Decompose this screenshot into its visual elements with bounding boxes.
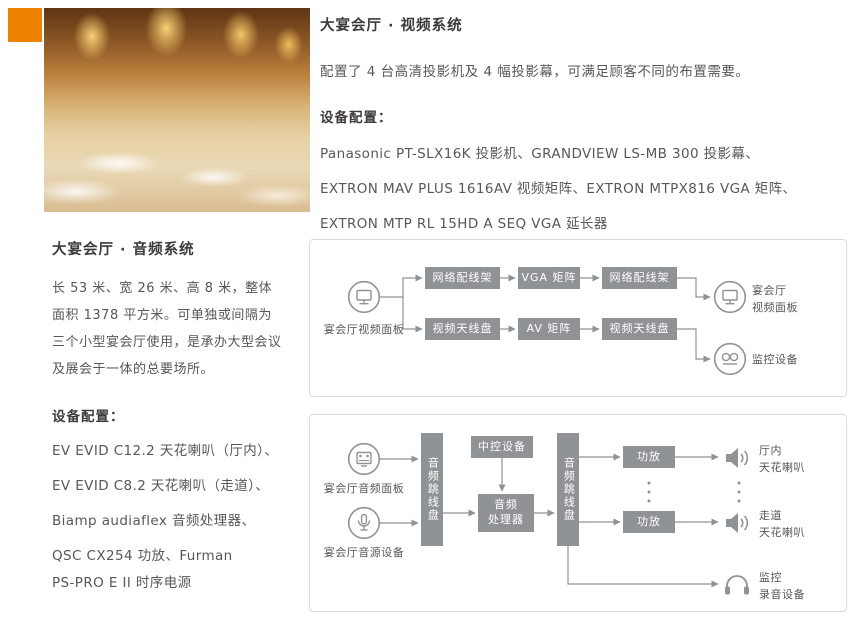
audio-device-line: EV EVID C8.2 天花喇叭（走道）、 — [52, 478, 270, 494]
audio-output3-label: 监控 录音设备 — [759, 571, 805, 601]
headphones-icon — [722, 572, 752, 602]
audio-system-diagram: 宴会厅音频面板 宴会厅音源设备 音频跳线盘 中控设备 音频 处理器 音频跳线盘 … — [309, 414, 847, 612]
node-vga-matrix: VGA 矩阵 — [518, 267, 580, 289]
speaker-icon — [722, 445, 752, 475]
microphone-icon — [347, 506, 381, 544]
audio-system-description: 长 53 米、宽 26 米、高 8 米，整体面积 1378 平方米。可单独或间隔… — [52, 281, 282, 377]
audio-device-line: Biamp audiaflex 音频处理器、 — [52, 513, 256, 529]
video-system-section: 大宴会厅 · 视频系统 配置了 4 台高清投影机及 4 幅投影幕，可满足顾客不同… — [320, 14, 855, 249]
node-control-device: 中控设备 — [471, 436, 533, 458]
speaker-icon — [722, 510, 752, 540]
video-system-title: 大宴会厅 · 视频系统 — [320, 18, 463, 34]
video-source-label: 宴会厅视频面板 — [323, 323, 405, 336]
node-amplifier-2: 功放 — [623, 511, 675, 533]
node-patch-rack-2: 网络配线架 — [602, 267, 677, 289]
audio-device-heading: 设备配置： — [52, 409, 125, 425]
video-system-diagram: 宴会厅视频面板 网络配线架 VGA 矩阵 网络配线架 视频天线盘 AV 矩阵 视… — [309, 239, 847, 397]
video-system-description: 配置了 4 台高清投影机及 4 幅投影幕，可满足顾客不同的布置需要。 — [320, 64, 750, 80]
node-video-reel-1: 视频天线盘 — [425, 318, 500, 340]
audio-system-section: 大宴会厅 · 音频系统 长 53 米、宽 26 米、高 8 米，整体面积 137… — [52, 238, 284, 608]
audio-output2-label: 走道 天花喇叭 — [759, 509, 805, 539]
audio-device-line: PS-PRO E II 时序电源 — [52, 575, 192, 591]
audio-panel-icon — [347, 442, 381, 480]
banquet-hall-photo — [44, 8, 310, 212]
node-video-reel-2: 视频天线盘 — [602, 318, 677, 340]
audio-device-line: EV EVID C12.2 天花喇叭（厅内）、 — [52, 443, 279, 459]
video-connector-lines — [380, 274, 711, 363]
node-audio-processor: 音频 处理器 — [478, 494, 534, 532]
audio-input1-label: 宴会厅音频面板 — [323, 482, 405, 495]
audio-system-title: 大宴会厅 · 音频系统 — [52, 242, 195, 258]
node-av-matrix: AV 矩阵 — [518, 318, 580, 340]
video-device-line: EXTRON MTP RL 15HD A SEQ VGA 延长器 — [320, 216, 608, 232]
audio-output1-label: 厅内 天花喇叭 — [759, 444, 805, 474]
audio-device-line: QSC CX254 功放、Furman — [52, 548, 233, 564]
video-device-line: EXTRON MAV PLUS 1616AV 视频矩阵、EXTRON MTPX8… — [320, 181, 797, 197]
video-device-line: Panasonic PT-SLX16K 投影机、GRANDVIEW LS-MB … — [320, 146, 760, 162]
audio-jumper-2-label: 音频跳线盘 — [562, 457, 576, 522]
video-panel-output-icon — [713, 280, 747, 318]
video-output-panel-label: 宴会厅 视频面板 — [752, 284, 798, 314]
audio-jumper-1-label: 音频跳线盘 — [426, 457, 440, 522]
monitor-reel-icon — [713, 342, 747, 380]
accent-square — [8, 8, 42, 42]
audio-input2-label: 宴会厅音源设备 — [323, 546, 405, 559]
node-audio-jumper-2: 音频跳线盘 — [557, 433, 579, 546]
node-audio-jumper-1: 音频跳线盘 — [421, 433, 443, 546]
audio-connector-lines — [380, 453, 741, 588]
video-output-monitor-label: 监控设备 — [752, 353, 798, 366]
node-patch-rack-1: 网络配线架 — [425, 267, 500, 289]
video-panel-icon — [347, 280, 381, 318]
video-device-heading: 设备配置： — [320, 110, 393, 126]
node-amplifier-1: 功放 — [623, 446, 675, 468]
